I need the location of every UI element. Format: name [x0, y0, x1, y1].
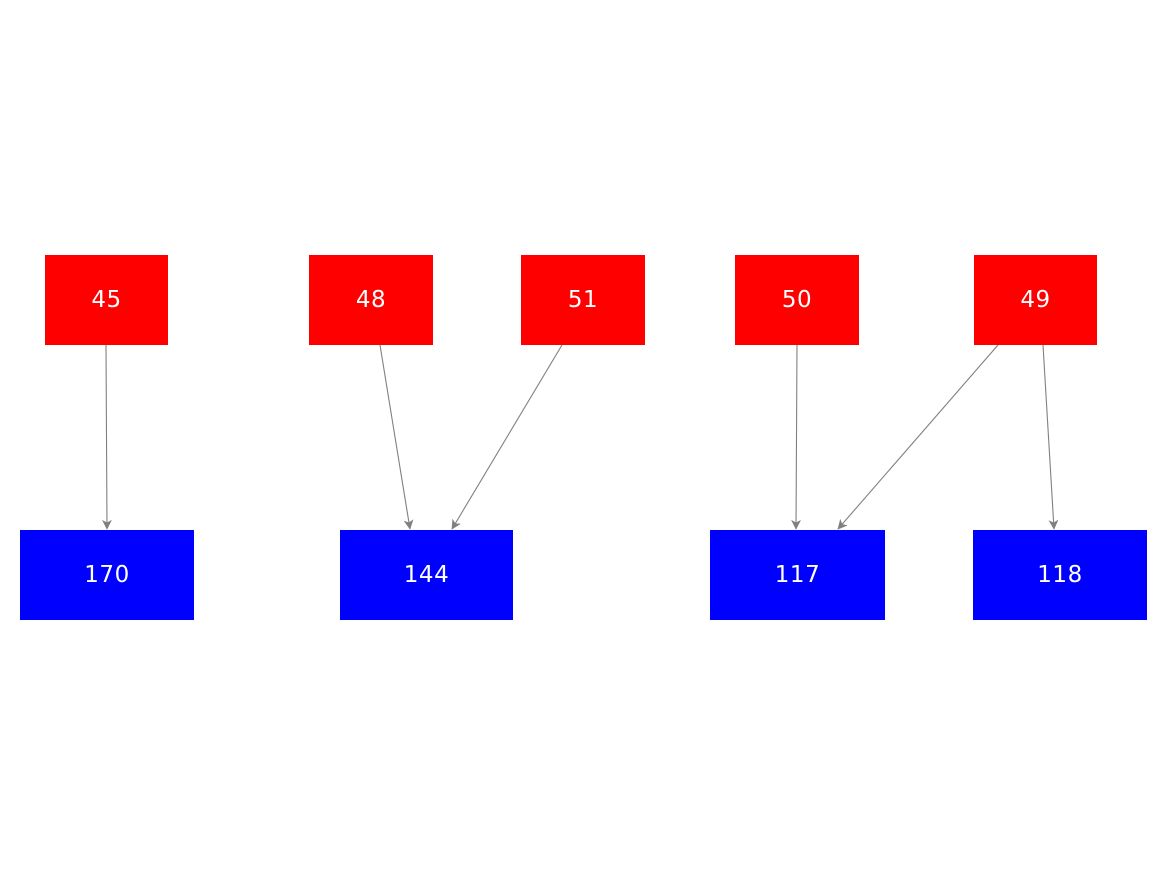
node-51[interactable]: 51: [521, 255, 645, 345]
node-50[interactable]: 50: [735, 255, 859, 345]
node-label-117: 117: [774, 561, 821, 588]
edge-48-to-144: [379, 344, 414, 530]
node-label-45: 45: [91, 286, 122, 313]
node-label-170: 170: [84, 561, 130, 588]
edge-49-to-118: [1042, 344, 1059, 530]
node-144[interactable]: 144: [340, 530, 513, 620]
node-label-144: 144: [403, 561, 450, 588]
node-118[interactable]: 118: [973, 530, 1147, 620]
node-label-51: 51: [567, 286, 599, 313]
edge-51-to-144: [451, 344, 563, 530]
node-45[interactable]: 45: [45, 255, 168, 345]
node-label-118: 118: [1037, 561, 1083, 588]
edge-45-to-170: [102, 344, 112, 530]
node-117[interactable]: 117: [710, 530, 885, 620]
node-label-48: 48: [355, 286, 387, 313]
edge-49-to-117: [837, 344, 999, 530]
edge-50-to-117: [791, 344, 801, 530]
node-label-50: 50: [781, 286, 813, 313]
node-48[interactable]: 48: [309, 255, 433, 345]
node-label-49: 49: [1020, 286, 1051, 313]
node-49[interactable]: 49: [974, 255, 1097, 345]
node-170[interactable]: 170: [20, 530, 194, 620]
edges-group: [102, 344, 1059, 530]
